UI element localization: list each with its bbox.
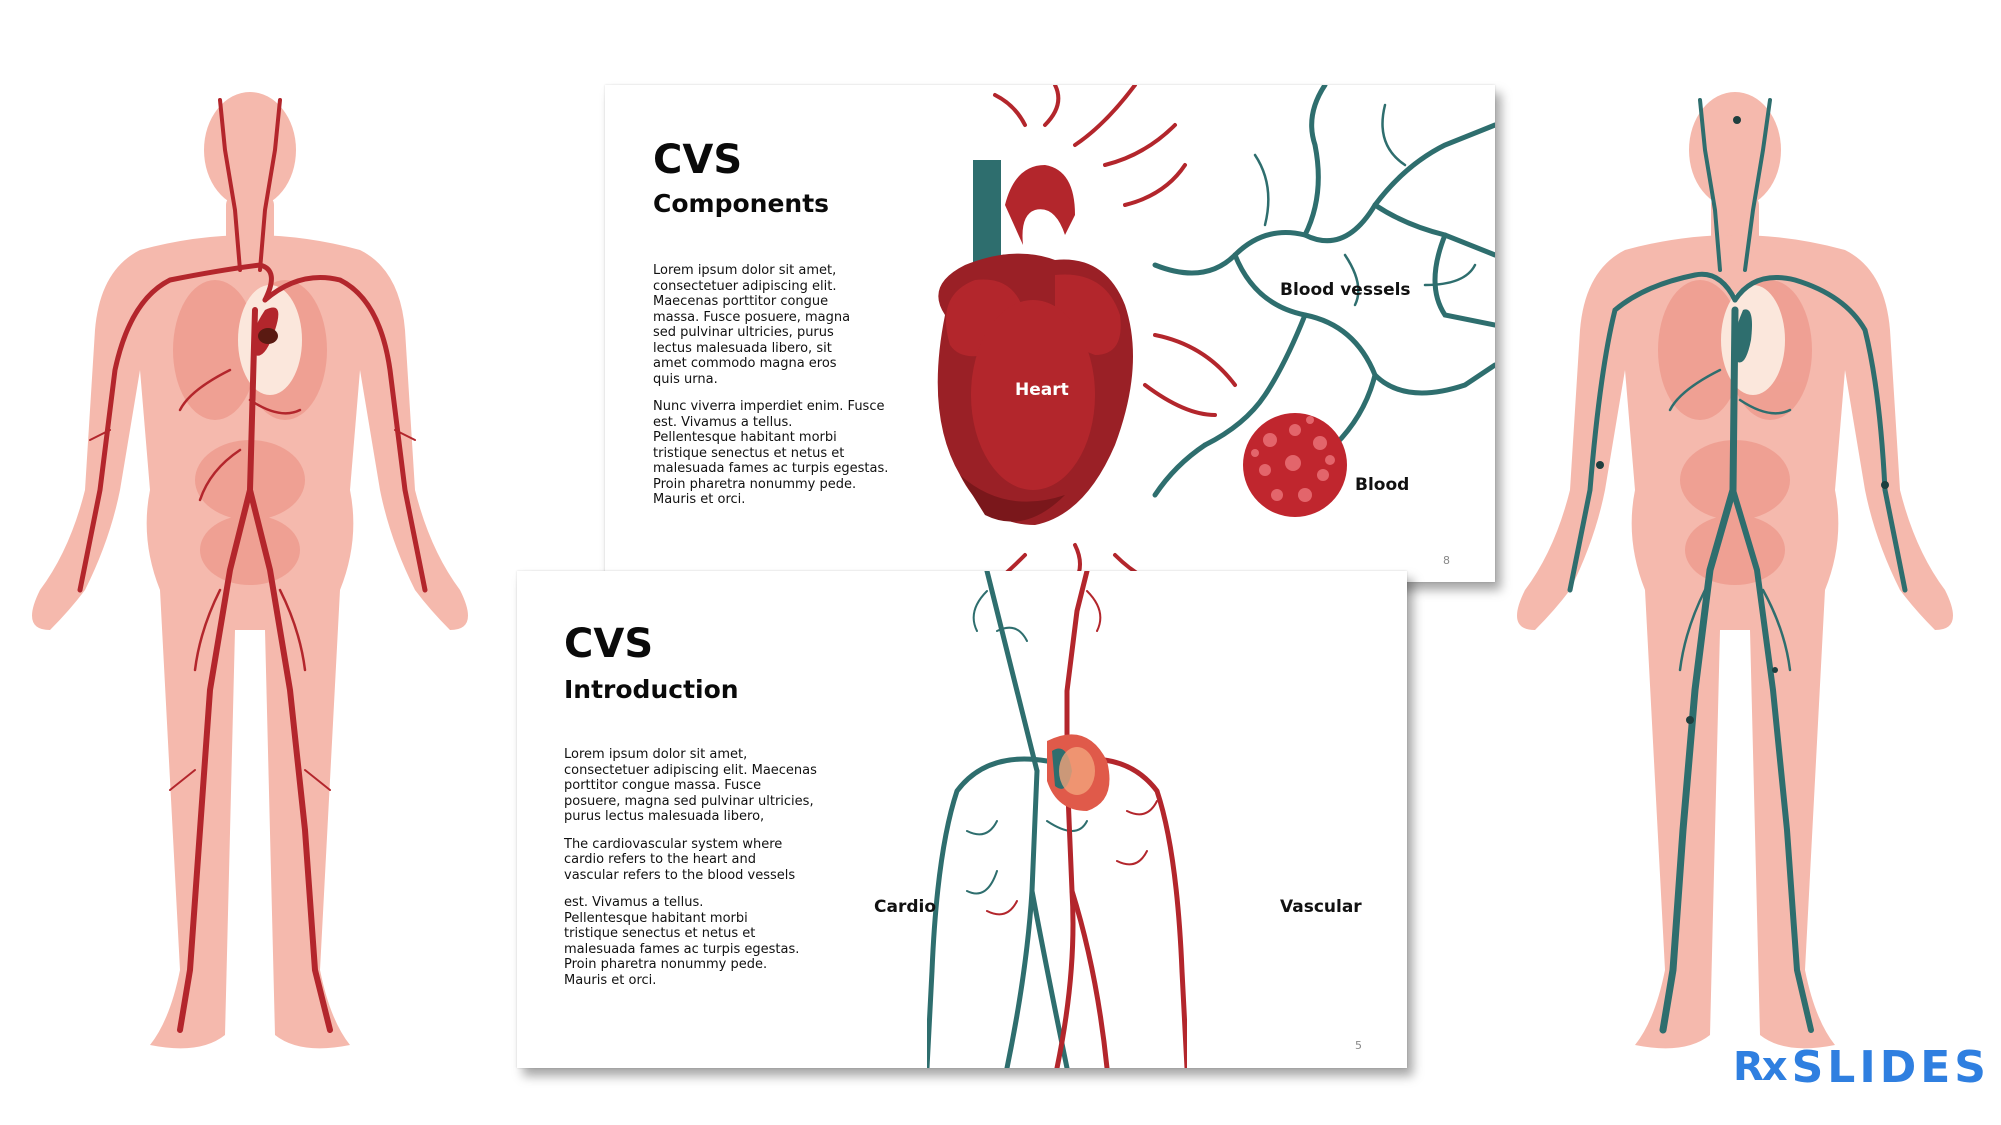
- body-paragraph: The cardiovascular system where cardio r…: [564, 836, 796, 883]
- heart-label: Heart: [1015, 380, 1069, 400]
- arterial-body-figure: [20, 70, 480, 1070]
- arterial-system-icon: [32, 92, 468, 1049]
- venous-body-figure: [1505, 70, 1965, 1070]
- body-paragraph: Lorem ipsum dolor sit amet, consectetuer…: [564, 747, 817, 824]
- slide-body-text: Lorem ipsum dolor sit amet, consectetuer…: [564, 747, 834, 1000]
- slide-title: CVS: [653, 137, 743, 183]
- vascular-label: Vascular: [1280, 897, 1362, 917]
- torso-circulation-illustration: [927, 571, 1187, 1068]
- body-paragraph: Lorem ipsum dolor sit amet, consectetuer…: [653, 263, 851, 387]
- heart-vessels-illustration: [937, 85, 1495, 582]
- cardio-label: Cardio: [874, 897, 937, 917]
- slide-subtitle: Components: [653, 189, 830, 218]
- logo-rx-mark: Rx: [1733, 1044, 1788, 1090]
- blood-cells-icon: [1243, 413, 1347, 517]
- page-number: 5: [1355, 1039, 1362, 1052]
- page-number: 8: [1443, 554, 1450, 567]
- slide-subtitle: Introduction: [564, 675, 739, 704]
- rxslides-logo: Rx SLIDES: [1733, 1040, 1986, 1094]
- slide-body-text: Lorem ipsum dolor sit amet, consectetuer…: [653, 263, 913, 520]
- blood-label: Blood: [1355, 475, 1410, 495]
- slide-title: CVS: [564, 621, 654, 667]
- slide-introduction[interactable]: CVS Introduction Lorem ipsum dolor sit a…: [517, 571, 1407, 1068]
- blood-vessels-label: Blood vessels: [1280, 280, 1411, 300]
- body-paragraph: est. Vivamus a tellus. Pellentesque habi…: [564, 895, 800, 988]
- venous-system-icon: [1517, 92, 1953, 1049]
- slide-components[interactable]: CVS Components Lorem ipsum dolor sit ame…: [605, 85, 1495, 582]
- logo-wordmark: SLIDES: [1791, 1041, 1990, 1093]
- body-paragraph: Nunc viverra imperdiet enim. Fusce est. …: [653, 399, 889, 507]
